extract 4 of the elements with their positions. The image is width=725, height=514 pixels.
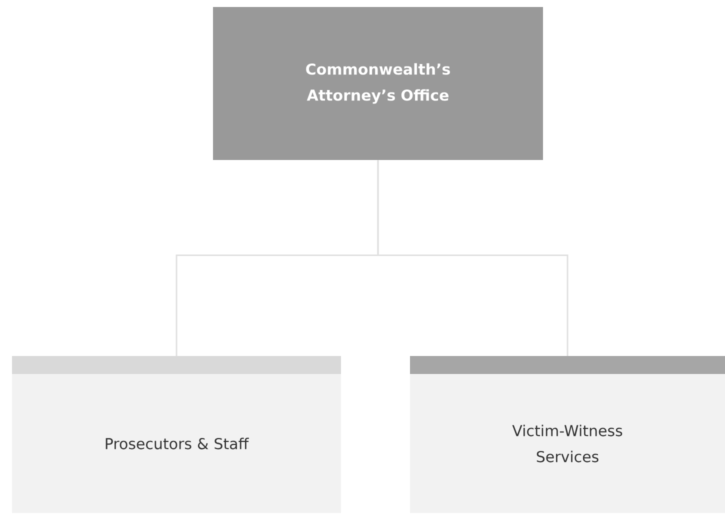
heading-box: Commonwealth’s Attorney’s Office [213,7,543,160]
department-box: Prosecutors & Staff [12,356,341,513]
department-box: Victim-Witness Services [410,356,725,513]
connector-line [377,160,568,356]
